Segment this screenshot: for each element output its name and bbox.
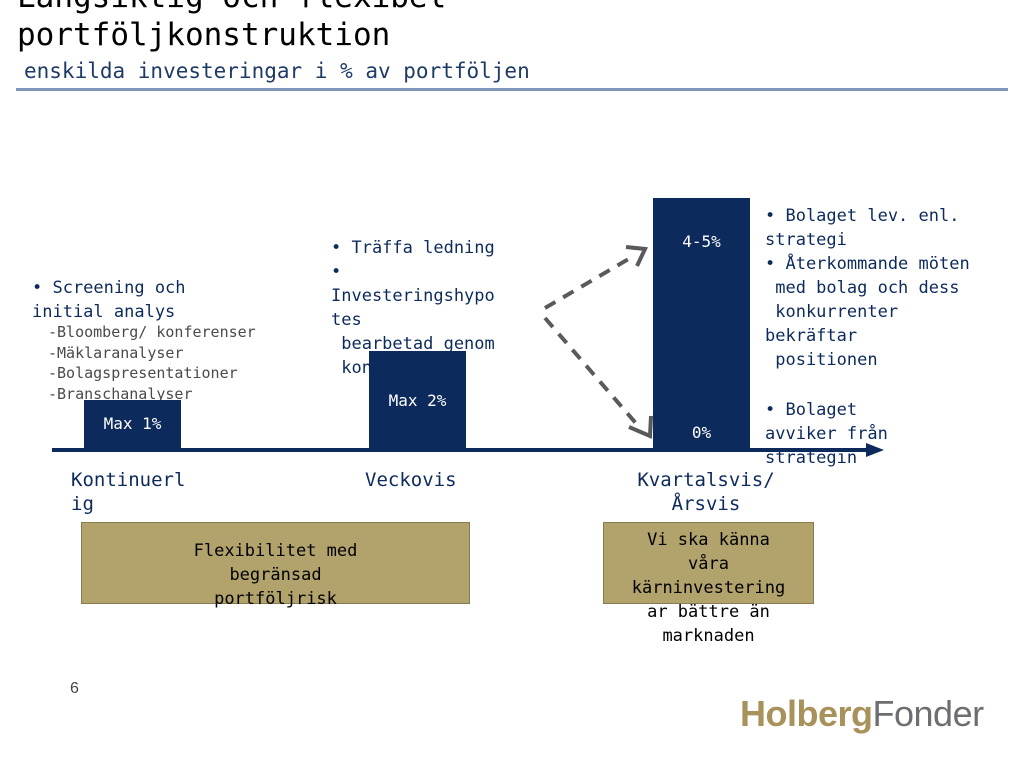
core-investment-box: [603, 522, 814, 604]
stage-3-note-up: • Bolaget lev. enl. strategi • Återkomma…: [765, 206, 970, 370]
stage-2-bar: Max 2%: [369, 351, 466, 450]
sub-item-branschanalyser: -Branschanalyser: [48, 384, 193, 403]
stage-3-note-down: • Bolaget avviker från strategin: [765, 400, 888, 468]
stage-1-bar: Max 1%: [84, 400, 181, 450]
page-number: 6: [70, 680, 79, 697]
flexibility-box-text: Flexibilitet med begränsad portföljrisk: [193, 541, 358, 609]
holberg-fonder-logo: HolbergFonder: [740, 692, 984, 736]
stage-1-bar-label: Max 1%: [103, 414, 162, 433]
stage-1-frequency: Kontinuerl ig: [71, 469, 186, 515]
title-line-1: Långsiktig och flexibel: [17, 0, 446, 15]
sub-item-maklaranalyser: -Mäklaranalyser: [48, 343, 184, 362]
logo-part-fonder: Fonder: [872, 693, 985, 734]
dashed-arrow-down: [543, 316, 642, 430]
flexibility-box: Flexibilitet med begränsad portföljrisk: [81, 522, 470, 609]
stage-1-note: • Screening och initial analys: [32, 278, 186, 322]
sub-item-bolagspresentationer: -Bolagspresentationer: [48, 364, 238, 382]
stage-3-bar-top-label: 4-5%: [682, 232, 721, 251]
title-line-2: portföljkonstruktion: [17, 17, 391, 53]
stage-1-sub-list: -Bloomberg/ konferenser -Mäklaranalyser …: [48, 322, 256, 404]
stage-3-bar: 4-5% 0%: [653, 198, 750, 450]
dashed-arrow-up-head: [625, 245, 649, 267]
page-subtitle: enskilda investeringar i % av portföljen: [24, 59, 530, 83]
timeline-arrowhead: [866, 443, 884, 457]
stage-2-bar-label: Max 2%: [388, 391, 447, 410]
page-title: Långsiktig och flexibel portföljkonstruk…: [17, 0, 446, 54]
stage-2-frequency: Veckovis: [365, 469, 457, 491]
logo-part-holberg: Holberg: [740, 693, 873, 734]
dashed-arrow-down-head: [628, 415, 653, 439]
sub-item-bloomberg: -Bloomberg/ konferenser: [48, 323, 256, 341]
stage-3-frequency: Kvartalsvis/ Årsvis: [637, 469, 775, 515]
core-investment-box-text: Vi ska känna våra kärninvestering ar bät…: [631, 530, 786, 646]
dashed-arrow-up: [543, 255, 634, 310]
header-rule: [16, 88, 1008, 91]
stage-3-bar-bottom-label: 0%: [691, 423, 712, 442]
stage-2-note: • Träffa ledning • Investeringshypo tes …: [331, 238, 495, 378]
